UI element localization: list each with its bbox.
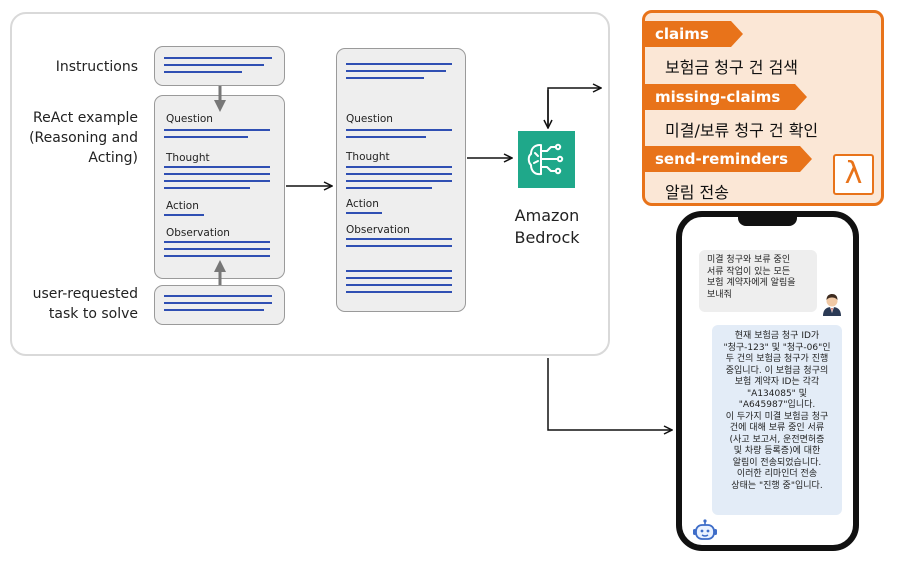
task-card [154, 285, 285, 325]
react-label-line2: (Reasoning and [29, 130, 138, 146]
task-label-line2: task to solve [48, 306, 138, 322]
output-observation-label: Observation [346, 224, 410, 236]
user-message-bubble: 미결 청구와 보류 중인 서류 작업이 있는 모든 보험 계약자에게 알림을 보… [699, 250, 817, 312]
bedrock-icon [518, 131, 575, 188]
user-avatar-icon [821, 292, 843, 316]
output-question-label: Question [346, 113, 393, 125]
bedrock-label-line1: Amazon [514, 206, 580, 225]
bot-avatar-icon [692, 519, 718, 543]
prompt-panel [10, 12, 610, 356]
output-card: Question Thought Action Observation [336, 48, 466, 312]
task-label-line1: user-requested [32, 286, 138, 302]
react-question-label: Question [166, 113, 213, 125]
task-label: user-requested task to solve [20, 284, 138, 324]
react-thought-label: Thought [166, 152, 210, 164]
bedrock-to-actions-arrow [547, 88, 601, 128]
tag-missing-claims: missing-claims [645, 84, 807, 110]
output-thought-label: Thought [346, 151, 390, 163]
output-action-label: Action [346, 198, 379, 210]
bedrock-label: Amazon Bedrock [497, 205, 597, 249]
tag-claims: claims [645, 21, 743, 47]
desc-missing-claims: 미결/보류 청구 건 확인 [665, 121, 819, 140]
react-action-label: Action [166, 200, 199, 212]
react-observation-label: Observation [166, 227, 230, 239]
react-label-line3: Acting) [88, 150, 138, 166]
action-groups-panel: claims 보험금 청구 건 검색 missing-claims 미결/보류 … [642, 10, 884, 206]
tag-send-reminders: send-reminders [645, 146, 812, 172]
bedrock-to-phone-arrow [547, 358, 672, 430]
instructions-card [154, 46, 285, 86]
instructions-text: Instructions [55, 59, 138, 75]
bedrock-label-line2: Bedrock [514, 228, 580, 247]
react-label-line1: ReAct example [33, 110, 138, 126]
phone-frame: 미결 청구와 보류 중인 서류 작업이 있는 모든 보험 계약자에게 알림을 보… [676, 211, 859, 551]
react-example-label: ReAct example (Reasoning and Acting) [20, 108, 138, 168]
lambda-icon: λ [833, 154, 874, 195]
instructions-label: Instructions [30, 57, 138, 77]
desc-claims: 보험금 청구 건 검색 [665, 58, 799, 77]
desc-send-reminders: 알림 전송 [665, 183, 729, 202]
bot-message-bubble: 현재 보험금 청구 ID가 "청구-123" 및 "청구-06"인 두 건의 보… [712, 325, 842, 515]
phone-notch [738, 216, 797, 226]
